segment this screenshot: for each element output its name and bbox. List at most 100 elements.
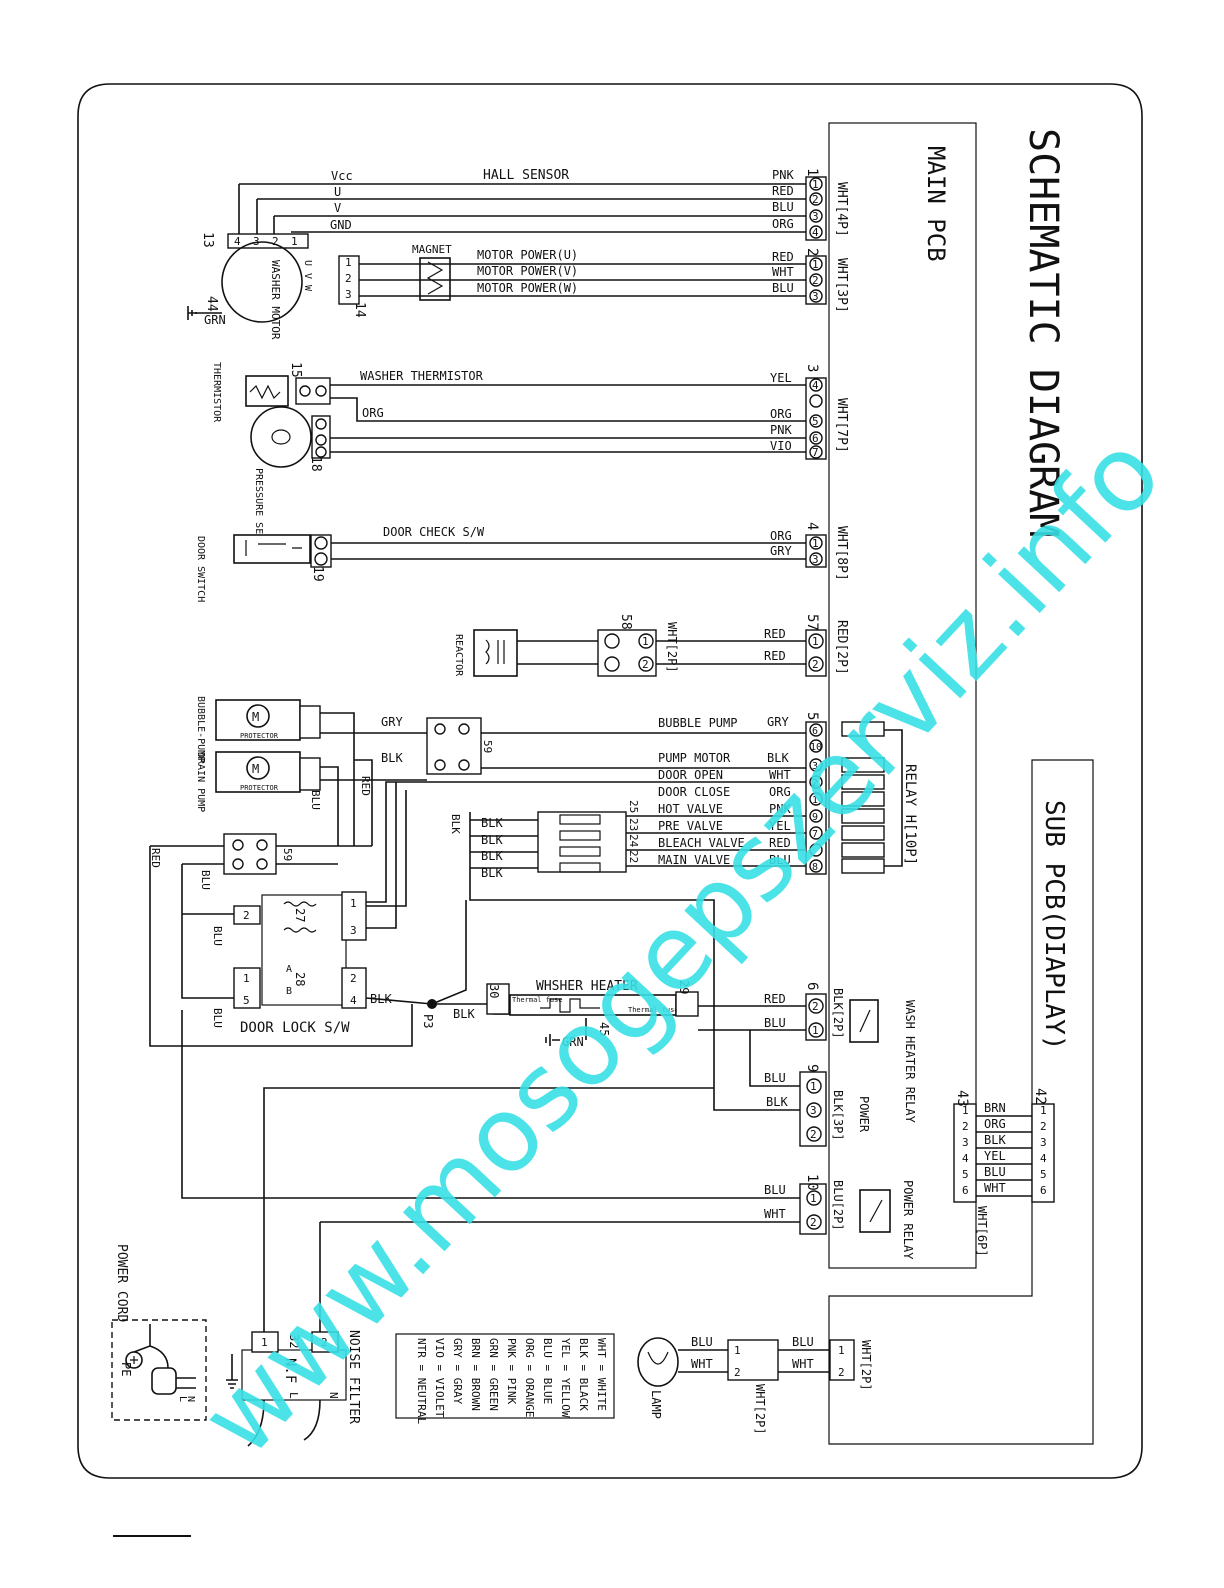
wire-color-label: YEL — [769, 819, 791, 833]
pin-number: 2 — [812, 778, 818, 789]
relay-h-pins: 6 10 3 2 1 9 7 8 — [809, 723, 823, 873]
reactor-label: REACTOR — [453, 634, 464, 677]
wire-color-label: ORG — [770, 407, 792, 421]
color-legend: WHT = WHITE BLK = BLACK YEL = YELLOW BLU… — [415, 1338, 608, 1424]
legend-item: WHT = WHITE — [595, 1338, 608, 1411]
legend-item: ORG = ORANGE — [523, 1338, 536, 1417]
pin-number: 1 — [812, 1024, 819, 1037]
power-connector-label: BLK[3P] — [831, 1090, 845, 1141]
motor-ground-label: GRN — [204, 313, 226, 327]
valve-number: 23 — [627, 818, 640, 831]
protector-label: PROTECTOR — [240, 732, 279, 740]
pump-bottom-number: 59 — [281, 848, 294, 861]
wire-color-label: ORG — [769, 785, 791, 799]
pin-number: 1 — [812, 537, 819, 550]
pressure-sensor-number: 18 — [308, 456, 323, 472]
hall-gnd-label: GND — [330, 218, 352, 232]
pin-number: 1 — [350, 897, 357, 910]
pin-number: 3 — [812, 210, 819, 223]
noise-filter-box — [241, 1349, 347, 1401]
legend-item: BRN = BROWN — [469, 1338, 482, 1411]
lamp-icon — [637, 1337, 679, 1387]
diagram-title: SCHEMATIC DIAGRAM — [1020, 128, 1066, 537]
phase-label: W — [302, 285, 313, 292]
reactor-wire-colors: RED RED — [764, 627, 786, 663]
reactor-connector-number: 58 — [618, 614, 633, 630]
motor-power-labels: MOTOR POWER(U) MOTOR POWER(V) MOTOR POWE… — [477, 248, 578, 295]
wire-color-label: BLU — [792, 1335, 814, 1349]
pin-number: 2 — [734, 1366, 741, 1379]
hall-v-label: V — [334, 201, 341, 215]
motor-ground-number: 44 — [204, 296, 219, 312]
power-wire-colors: BLU BLK — [764, 1071, 788, 1109]
sub-link-wire-colors: BRN ORG BLK YEL BLU WHT — [984, 1101, 1006, 1195]
thermistor-main-number: 3 — [804, 364, 820, 372]
lamp-sub-connector: WHT[2P] — [859, 1340, 873, 1391]
drain-pump-icon: M PROTECTOR — [215, 751, 301, 793]
heater-label: WHSHER HEATER — [536, 979, 638, 994]
door-switch-wire-colors: ORG GRY — [770, 529, 792, 558]
reactor-main-number: 57 — [804, 614, 820, 631]
wire-color-label: BLK — [481, 849, 503, 863]
relay-switches — [841, 721, 903, 874]
noise-filter-l: L — [287, 1392, 300, 1399]
valve-side-blk: BLK — [449, 814, 462, 834]
wire-color-label: YEL — [770, 371, 792, 385]
pump-blu-label: BLU — [309, 790, 322, 810]
pin-number: 4 — [234, 235, 241, 248]
wire-color-label: RED — [764, 649, 786, 663]
relay-label: MAIN VALVE — [658, 853, 730, 867]
power-label: POWER — [857, 1096, 871, 1133]
motor-power-label: MOTOR POWER(V) — [477, 264, 578, 278]
heater-main-number: 6 — [804, 982, 820, 990]
pin-number: 2 — [243, 909, 250, 922]
reactor-connector-label: WHT[2P] — [665, 622, 679, 673]
pin-number: 5 — [1040, 1168, 1047, 1181]
power-cord-pe: PE — [119, 1362, 133, 1376]
heater-connector-label: BLK[2P] — [831, 988, 845, 1039]
wire-color-label: BLK — [767, 751, 789, 765]
thermal-fuse-1: Thermal fuse — [512, 996, 563, 1004]
relay-label: BLEACH VALVE — [658, 836, 745, 850]
door-lock-b: B — [286, 986, 292, 997]
power-main-pins: 1 3 2 — [799, 1071, 827, 1147]
pin-number: 1 — [291, 235, 298, 248]
pin-number: 1 — [261, 1336, 268, 1349]
door-lock-blu-2: BLU — [211, 1008, 224, 1028]
legend-item: BLU = BLUE — [541, 1338, 554, 1404]
pin-number: 6 — [1040, 1184, 1047, 1197]
heater-ground — [545, 1018, 587, 1046]
pin-number: 2 — [962, 1120, 969, 1133]
wire-color-label: GRY — [770, 544, 792, 558]
valve-number: 25 — [627, 800, 640, 813]
thermistor-connector-number: 15 — [288, 362, 303, 378]
legend-item: VIO = VIOLET — [433, 1338, 446, 1418]
watermark-text: www.mosogepszerviz.info — [177, 411, 1184, 1479]
door-check-label: DOOR CHECK S/W — [383, 525, 485, 539]
wire-color-label: VIO — [770, 439, 792, 453]
power-relay-main-pins: 1 2 — [799, 1183, 827, 1235]
drain-pump-label: DRAIN PUMP — [195, 752, 206, 812]
pin-number: 2 — [272, 235, 279, 248]
pin-number: 1 — [810, 1080, 817, 1093]
wire-color-label: YEL — [984, 1149, 1006, 1163]
legend-item: NTR = NEUTRAL — [415, 1338, 428, 1424]
reactor-terminal: 1 2 — [597, 629, 657, 677]
pin-number: 6 — [812, 726, 818, 737]
motor-power-label: MOTOR POWER(W) — [477, 281, 578, 295]
protector-label: PROTECTOR — [240, 784, 279, 792]
relay-label: HOT VALVE — [658, 802, 723, 816]
power-cord-label: POWER CORD — [114, 1244, 129, 1322]
pin-number: 4 — [1040, 1152, 1047, 1165]
pin-number: 1 — [243, 972, 250, 985]
pin-number: 10 — [810, 742, 822, 753]
main-pcb-box — [828, 122, 977, 1269]
relay-h-main-number: 5 — [804, 712, 820, 720]
wire-color-label: RED — [764, 627, 786, 641]
magnet-label: MAGNET — [412, 243, 452, 256]
door-switch-main-pins: 1 3 — [805, 534, 827, 568]
power-cord-l: L — [177, 1396, 188, 1402]
wire-color-label: BLU — [772, 281, 794, 295]
thermistor-wire-colors: YEL ORG PNK VIO — [770, 371, 792, 453]
